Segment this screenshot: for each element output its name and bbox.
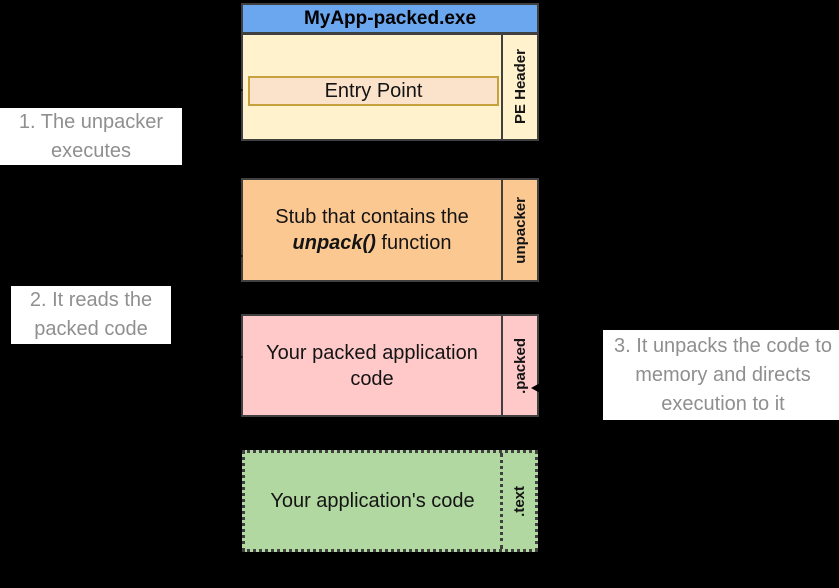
unpacker-stub-text-lines: Stub that contains the unpack() function — [275, 204, 468, 256]
packed-code-text: Your packed application code — [243, 316, 501, 415]
section-unpacker-stub: Stub that contains the unpack() function… — [241, 178, 539, 282]
annotation-step3-text: 3. It unpacks the code to memory and dir… — [614, 334, 832, 415]
pe-header-body: Entry Point — [243, 35, 501, 139]
unpacker-stub-line2-rest: function — [375, 232, 452, 254]
exe-title-bar: MyApp-packed.exe — [241, 3, 539, 34]
text-code-text: Your application's code — [245, 453, 500, 549]
text-label: .text — [510, 485, 528, 517]
unpacker-side-column: unpacker — [501, 180, 537, 280]
unpacker-label: unpacker — [511, 196, 529, 264]
unpacker-stub-text: Stub that contains the unpack() function — [243, 180, 501, 280]
annotation-step2-text: 2. It reads the packed code — [29, 289, 153, 340]
annotation-step2: 2. It reads the packed code — [11, 286, 171, 344]
section-pe-header: Entry Point PE Header — [241, 33, 539, 141]
section-text-code: Your application's code .text — [242, 450, 538, 552]
arrowhead-to-entry-point-icon — [234, 85, 243, 95]
unpack-function-name: unpack() — [292, 232, 376, 254]
pe-header-side-column: PE Header — [501, 35, 537, 139]
packed-code-text-label: Your packed application code — [266, 341, 478, 390]
text-code-text-label: Your application's code — [270, 490, 475, 512]
unpacker-stub-line1: Stub that contains the — [275, 206, 469, 228]
packed-label: .packed — [511, 337, 529, 394]
arrowhead-to-packed-right-icon — [531, 383, 540, 393]
annotation-step3: 3. It unpacks the code to memory and dir… — [603, 330, 839, 420]
packed-side-column: .packed — [501, 316, 537, 415]
section-packed-code: Your packed application code .packed — [241, 314, 539, 417]
annotation-step1-text: 1. The unpacker executes — [18, 110, 164, 162]
annotation-step1: 1. The unpacker executes — [0, 108, 182, 165]
text-side-column: .text — [500, 453, 535, 549]
pe-header-label: PE Header — [511, 49, 529, 125]
arrowhead-to-packed-icon — [234, 352, 243, 362]
entry-point-box: Entry Point — [248, 76, 499, 106]
arrowhead-to-unpacker-icon — [234, 251, 243, 261]
